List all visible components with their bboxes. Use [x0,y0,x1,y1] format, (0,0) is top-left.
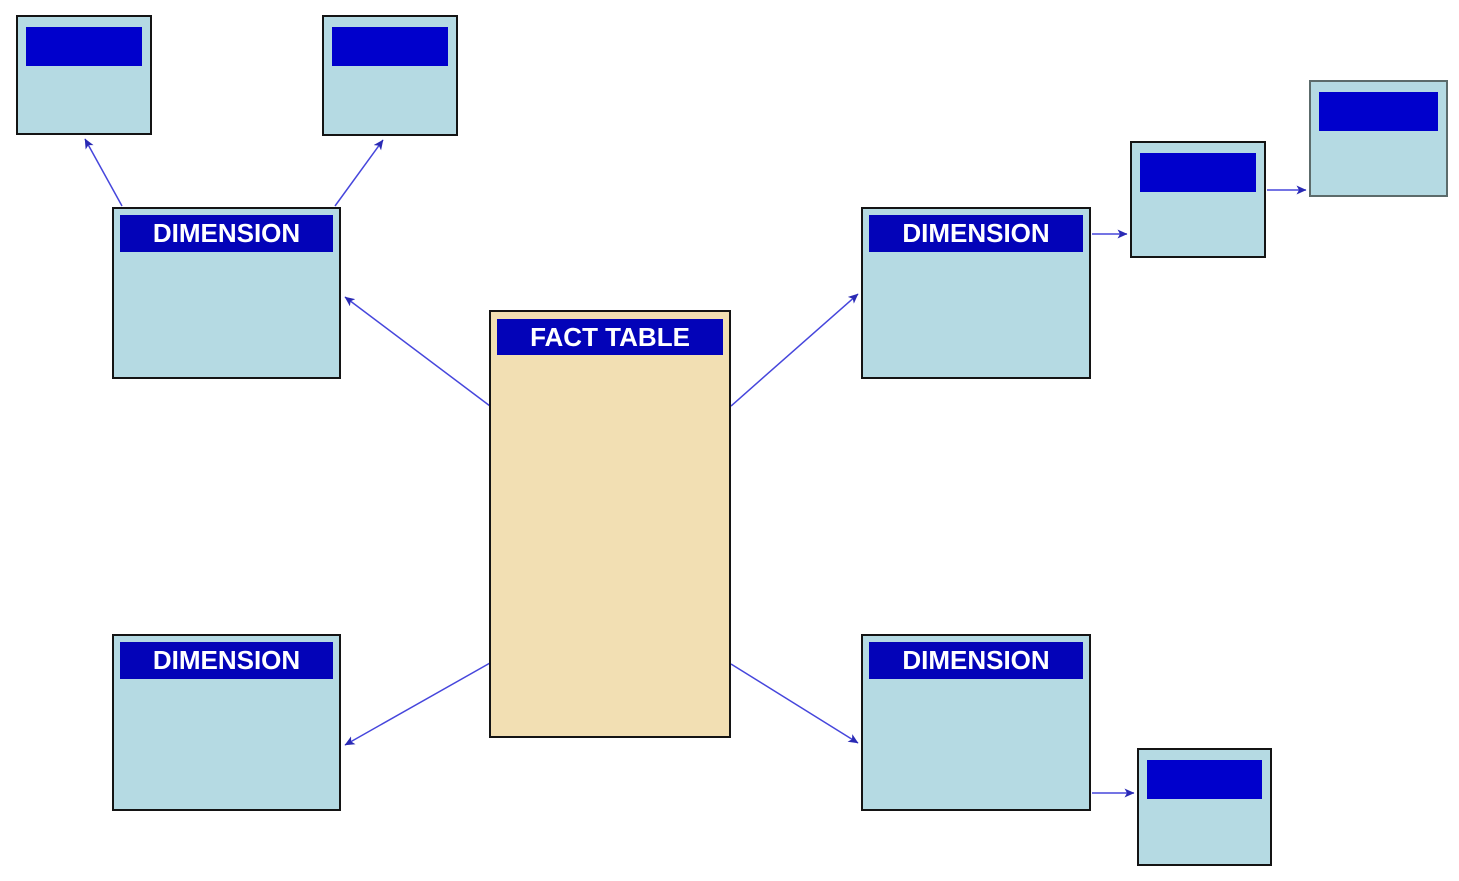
sub-dimension-node-top-left-a [16,15,152,135]
dimension-header: DIMENSION [869,215,1083,252]
sub-dimension-node-top-right-2 [1309,80,1448,197]
dimension-header: DIMENSION [869,642,1083,679]
sub-dimension-header [1319,92,1438,131]
dimension-header: DIMENSION [120,642,333,679]
sub-dimension-header [26,27,142,66]
sub-dimension-node-bottom-right [1137,748,1272,866]
dimension-node-bottom-right: DIMENSION [861,634,1091,811]
sub-dimension-header [1147,760,1262,799]
edge-dim-top-left-to-sub-top-left-b [334,139,384,207]
sub-dimension-header [332,27,448,66]
edge-fact-table-to-dim-right [730,293,859,407]
dimension-node-top-left: DIMENSION [112,207,341,379]
edge-dim-top-left-to-sub-top-left-a [84,138,123,207]
fact-table-node: FACT TABLE [489,310,731,738]
edge-fact-table-to-dim-bottom-right [730,663,859,744]
edge-fact-table-to-dim-top-left [344,296,491,407]
dimension-node-right: DIMENSION [861,207,1091,379]
fact-table-header: FACT TABLE [497,319,723,355]
sub-dimension-node-top-right-1 [1130,141,1266,258]
dimension-header: DIMENSION [120,215,333,252]
dimension-node-bottom-left: DIMENSION [112,634,341,811]
edge-fact-table-to-dim-bottom-left [344,662,491,746]
sub-dimension-node-top-left-b [322,15,458,136]
sub-dimension-header [1140,153,1256,192]
